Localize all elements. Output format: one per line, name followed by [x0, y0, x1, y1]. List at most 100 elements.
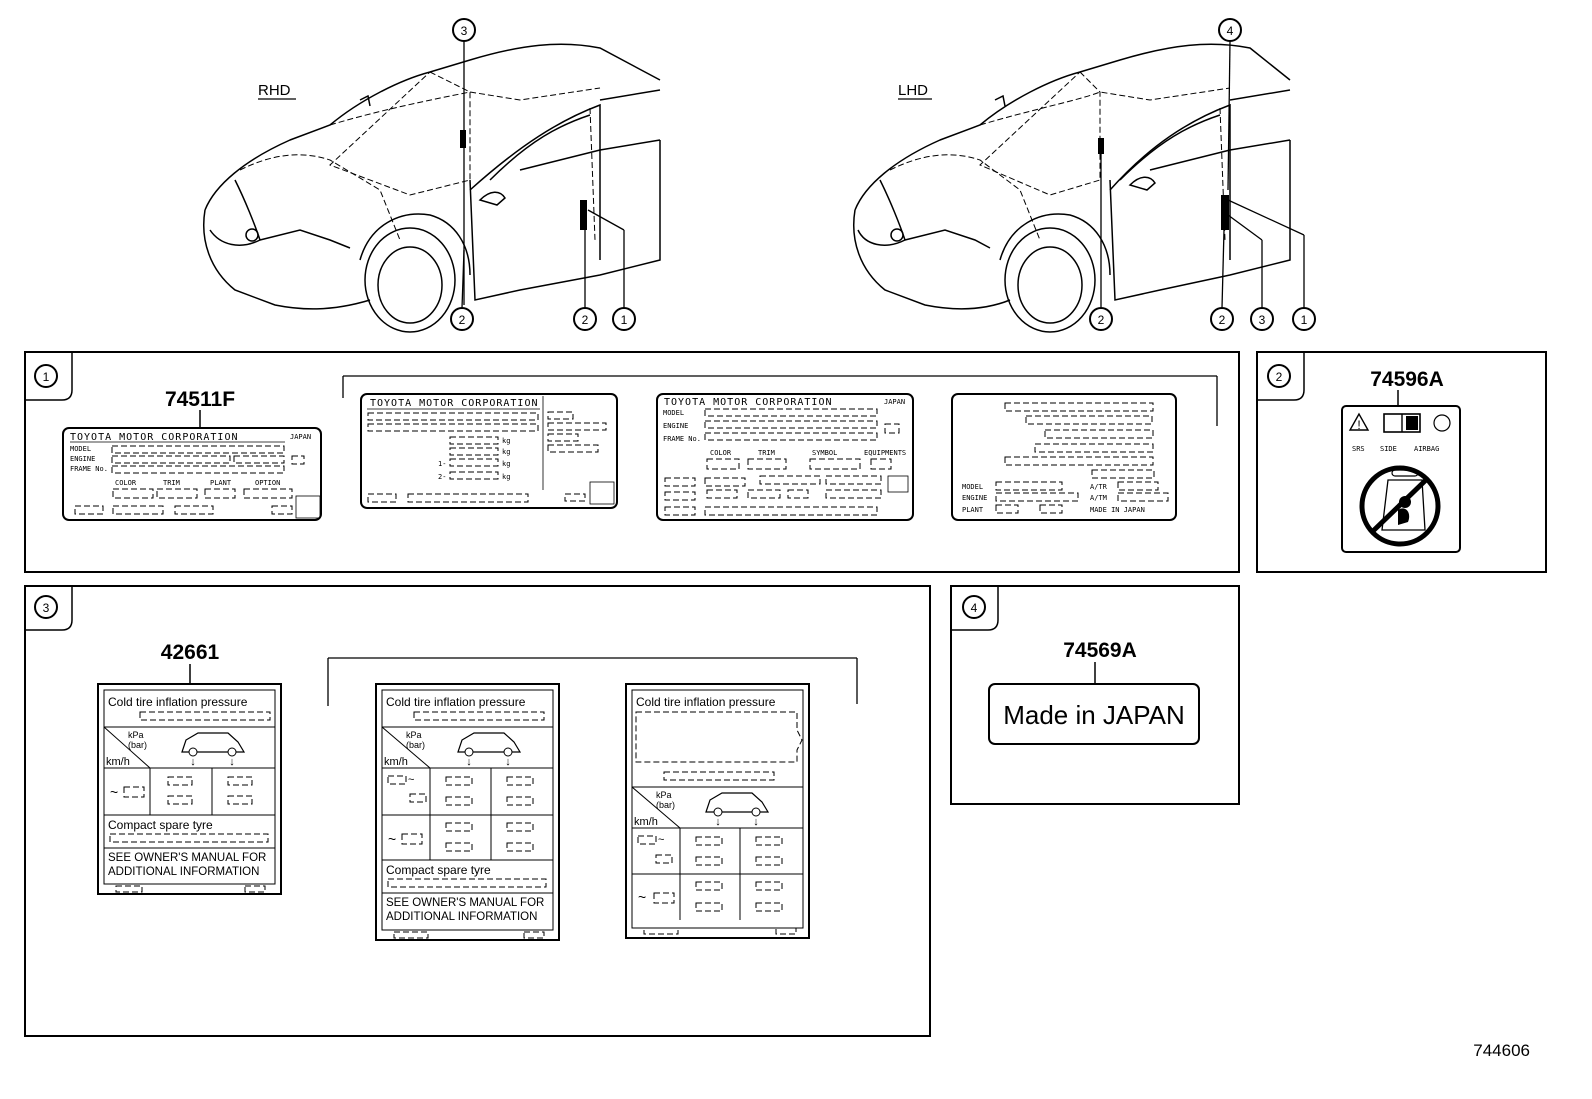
svg-text:!: !: [1357, 418, 1360, 432]
svg-text:TOYOTA MOTOR CORPORATION: TOYOTA MOTOR CORPORATION: [664, 397, 833, 408]
tire-label-2: Cold tire inflation pressure kPa (bar) k…: [375, 683, 560, 941]
svg-text:2: 2: [1098, 313, 1105, 327]
svg-text:TOYOTA MOTOR CORPORATION: TOYOTA MOTOR CORPORATION: [70, 432, 239, 443]
svg-text:COLOR: COLOR: [115, 479, 137, 487]
panel-3-tire-pressure-labels: 3 42661 Cold tire inflation pressure kPa…: [24, 585, 931, 1037]
vehicle-label-a: TOYOTA MOTOR CORPORATION JAPAN MODEL ENG…: [62, 427, 322, 521]
car-lhd-illustration: LHD 4 2 2 3: [853, 18, 1316, 333]
panel-1-number: 1: [43, 370, 50, 384]
svg-text:↓: ↓: [229, 756, 235, 768]
lhd-callout-2a: [1089, 307, 1113, 331]
lhd-label: LHD: [898, 82, 928, 99]
svg-text:~: ~: [658, 834, 664, 846]
svg-text:~: ~: [388, 831, 396, 847]
svg-text:kg: kg: [502, 473, 510, 481]
svg-text:A/TM: A/TM: [1090, 494, 1107, 502]
svg-text:3: 3: [1259, 313, 1266, 327]
svg-text:ADDITIONAL INFORMATION: ADDITIONAL INFORMATION: [108, 866, 259, 878]
svg-text:Compact spare tyre: Compact spare tyre: [108, 818, 213, 832]
made-in-japan-text: Made in JAPAN: [1003, 700, 1185, 730]
rhd-callout-2b: [573, 307, 597, 331]
drawing-number: 744606: [1473, 1041, 1530, 1060]
svg-text:Cold tire inflation pressure: Cold tire inflation pressure: [108, 695, 248, 709]
svg-text:2-: 2-: [438, 473, 446, 481]
svg-text:(bar): (bar): [656, 800, 675, 810]
svg-text:3: 3: [461, 24, 468, 38]
circle-icon: [1433, 414, 1451, 432]
warning-triangle-icon: [1348, 412, 1370, 431]
svg-text:TOYOTA MOTOR CORPORATION: TOYOTA MOTOR CORPORATION: [370, 398, 539, 409]
svg-text:ENGINE: ENGINE: [70, 455, 95, 463]
rhd-callout-1: [612, 307, 636, 331]
svg-text:2: 2: [1219, 313, 1226, 327]
lhd-callout-1: [1292, 307, 1316, 331]
svg-text:4: 4: [1227, 24, 1234, 38]
svg-text:PLANT: PLANT: [210, 479, 232, 487]
svg-text:ENGINE: ENGINE: [663, 422, 688, 430]
svg-text:↓: ↓: [753, 816, 759, 828]
tire-label-1: Cold tire inflation pressure kPa (bar) k…: [97, 683, 282, 895]
svg-text:↓: ↓: [715, 816, 721, 828]
no-leaning-on-door-icon: [1359, 465, 1441, 547]
svg-text:FRAME No.: FRAME No.: [70, 465, 108, 473]
panel-1-vehicle-id-labels: 1 74511F TOYOTA MOTOR CORPORATION JAPAN …: [24, 351, 1240, 573]
tire-label-3: Cold tire inflation pressure kPa (bar) k…: [625, 683, 810, 939]
svg-text:Cold tire inflation pressure: Cold tire inflation pressure: [386, 695, 526, 709]
svg-text:km/h: km/h: [106, 756, 130, 768]
svg-text:PLANT: PLANT: [962, 506, 984, 514]
svg-text:~: ~: [638, 889, 646, 905]
panel-2-number: 2: [1276, 370, 1283, 384]
svg-text:AIRBAG: AIRBAG: [1414, 445, 1439, 453]
svg-text:Compact spare tyre: Compact spare tyre: [386, 863, 491, 877]
svg-text:ADDITIONAL INFORMATION: ADDITIONAL INFORMATION: [386, 911, 537, 923]
svg-text:ENGINE: ENGINE: [962, 494, 987, 502]
car-icon: [181, 732, 246, 753]
part-74511F: 74511F: [165, 388, 235, 411]
panel-2-srs-airbag-label: 2 74596A ! SRS SIDE AIRBAG: [1256, 351, 1547, 573]
svg-text:EQUIPMENTS: EQUIPMENTS: [864, 449, 906, 457]
svg-text:JAPAN: JAPAN: [884, 398, 905, 406]
vehicle-label-d: MODEL ENGINE PLANT A/TR A/TM MADE IN JAP…: [951, 393, 1177, 521]
svg-text:SRS: SRS: [1352, 445, 1365, 453]
part-74569A: 74569A: [1063, 639, 1137, 662]
svg-text:2: 2: [459, 313, 466, 327]
svg-text:MODEL: MODEL: [663, 409, 684, 417]
svg-text:1: 1: [621, 313, 628, 327]
svg-text:COLOR: COLOR: [710, 449, 732, 457]
svg-text:~: ~: [110, 784, 118, 800]
lhd-callout-3: [1250, 307, 1274, 331]
lhd-callout-2b: [1210, 307, 1234, 331]
svg-text:km/h: km/h: [384, 756, 408, 768]
svg-text:(bar): (bar): [128, 740, 147, 750]
vehicle-label-b: TOYOTA MOTOR CORPORATION kg kg 1- kg 2- …: [360, 393, 618, 509]
svg-text:JAPAN: JAPAN: [290, 433, 311, 441]
svg-text:1: 1: [1301, 313, 1308, 327]
svg-text:↓: ↓: [190, 756, 196, 768]
svg-text:~: ~: [408, 774, 414, 786]
svg-text:kPa: kPa: [406, 730, 422, 740]
svg-text:TRIM: TRIM: [163, 479, 180, 487]
svg-text:kg: kg: [502, 437, 510, 445]
svg-text:SEE OWNER'S MANUAL FOR: SEE OWNER'S MANUAL FOR: [386, 897, 544, 909]
vehicle-label-c: TOYOTA MOTOR CORPORATION JAPAN MODEL ENG…: [656, 393, 914, 521]
rhd-label: RHD: [258, 82, 291, 99]
svg-text:kPa: kPa: [656, 790, 672, 800]
svg-text:FRAME No.: FRAME No.: [663, 435, 701, 443]
svg-text:2: 2: [582, 313, 589, 327]
svg-text:kg: kg: [502, 448, 510, 456]
svg-text:OPTION: OPTION: [255, 479, 280, 487]
svg-text:kPa: kPa: [128, 730, 144, 740]
svg-text:Cold tire inflation pressure: Cold tire inflation pressure: [636, 695, 776, 709]
svg-text:MODEL: MODEL: [962, 483, 983, 491]
svg-text:TRIM: TRIM: [758, 449, 775, 457]
panel-4-number: 4: [971, 601, 978, 615]
svg-text:1-: 1-: [438, 460, 446, 468]
panel-3-number: 3: [43, 601, 50, 615]
svg-text:SYMBOL: SYMBOL: [812, 449, 837, 457]
svg-text:SIDE: SIDE: [1380, 445, 1397, 453]
svg-text:(bar): (bar): [406, 740, 425, 750]
svg-text:MODEL: MODEL: [70, 445, 91, 453]
svg-text:MADE IN JAPAN: MADE IN JAPAN: [1090, 506, 1145, 514]
svg-text:km/h: km/h: [634, 816, 658, 828]
